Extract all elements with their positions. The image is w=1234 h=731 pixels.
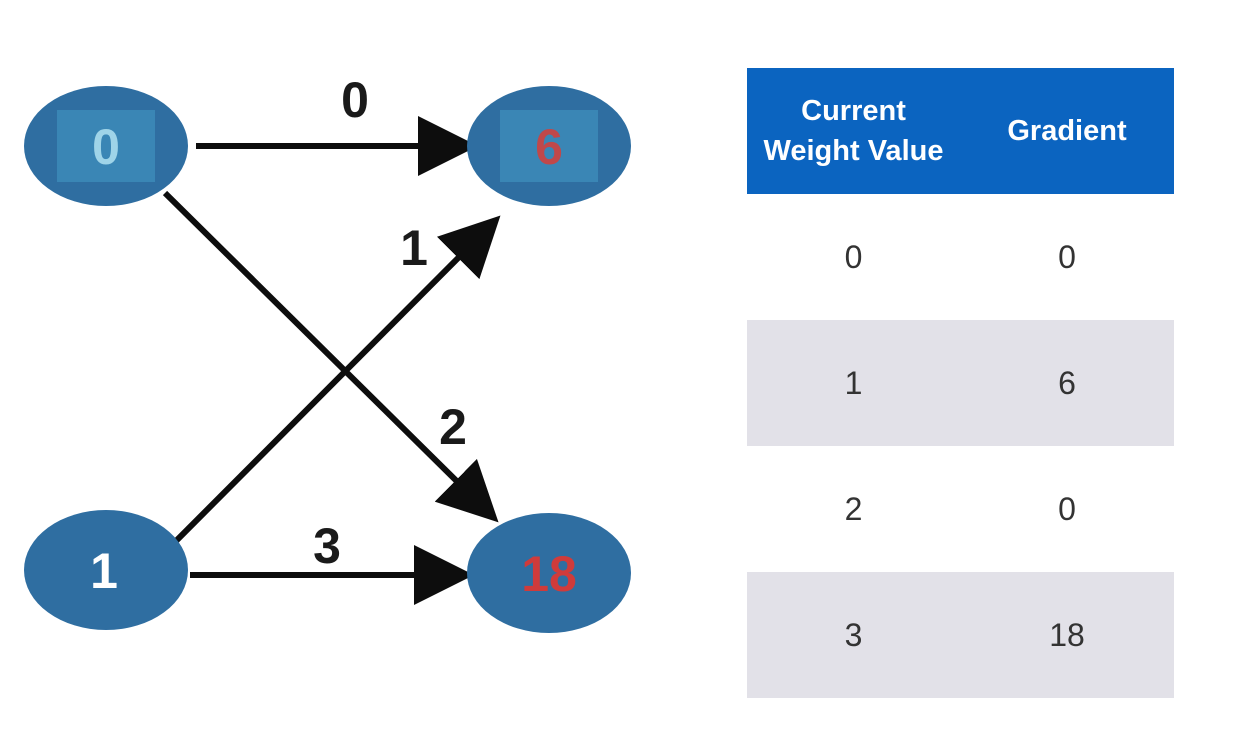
- cell-gradient: 6: [1058, 364, 1076, 401]
- node-input-1: 1: [24, 510, 188, 630]
- table-row: 2 0: [747, 446, 1174, 572]
- edge-label-1: 1: [400, 220, 428, 276]
- weights-table: Current Weight Value Gradient 0 0 1 6 2 …: [747, 68, 1174, 698]
- cell-weight: 1: [844, 364, 863, 401]
- cell-weight: 3: [844, 616, 863, 653]
- header-line: Gradient: [1007, 115, 1127, 147]
- cell-weight: 0: [844, 238, 863, 275]
- table-row: 3 18: [747, 572, 1174, 698]
- edge-label-2: 2: [439, 399, 467, 455]
- table-row: 0 0: [747, 194, 1174, 320]
- header-line: Current: [801, 95, 906, 127]
- node-output-18-label: 18: [521, 546, 577, 602]
- node-input-1-shape: [24, 510, 188, 630]
- table-header-row: Current Weight Value Gradient: [747, 68, 1174, 194]
- edge-labels: 0 1 2 3: [313, 72, 467, 574]
- node-output-6-label: 6: [535, 119, 563, 175]
- edges: [162, 116, 501, 605]
- node-input-1-label: 1: [90, 543, 118, 599]
- edge-label-0: 0: [341, 72, 369, 128]
- edge-label-3: 3: [313, 518, 341, 574]
- header-line: Weight Value: [763, 135, 944, 167]
- header-gradient: Gradient: [960, 68, 1174, 194]
- node-output-18-shape: [467, 513, 631, 633]
- cell-gradient: 0: [1058, 490, 1076, 527]
- node-input-0-highlight: [57, 110, 155, 182]
- edge-1-to-6: [169, 215, 501, 548]
- node-input-0: 0: [24, 86, 188, 206]
- table-row: 1 6: [747, 320, 1174, 446]
- cell-gradient: 0: [1058, 238, 1076, 275]
- cell-gradient: 18: [1049, 616, 1085, 653]
- node-output-6: 6: [467, 86, 631, 206]
- header-current-weight-value: Current Weight Value: [747, 68, 960, 194]
- node-output-18: 18: [467, 513, 631, 633]
- edge-0-to-18: [162, 190, 499, 523]
- node-output-6-highlight: [500, 110, 598, 182]
- node-input-0-label: 0: [92, 119, 120, 175]
- cell-weight: 2: [844, 490, 863, 527]
